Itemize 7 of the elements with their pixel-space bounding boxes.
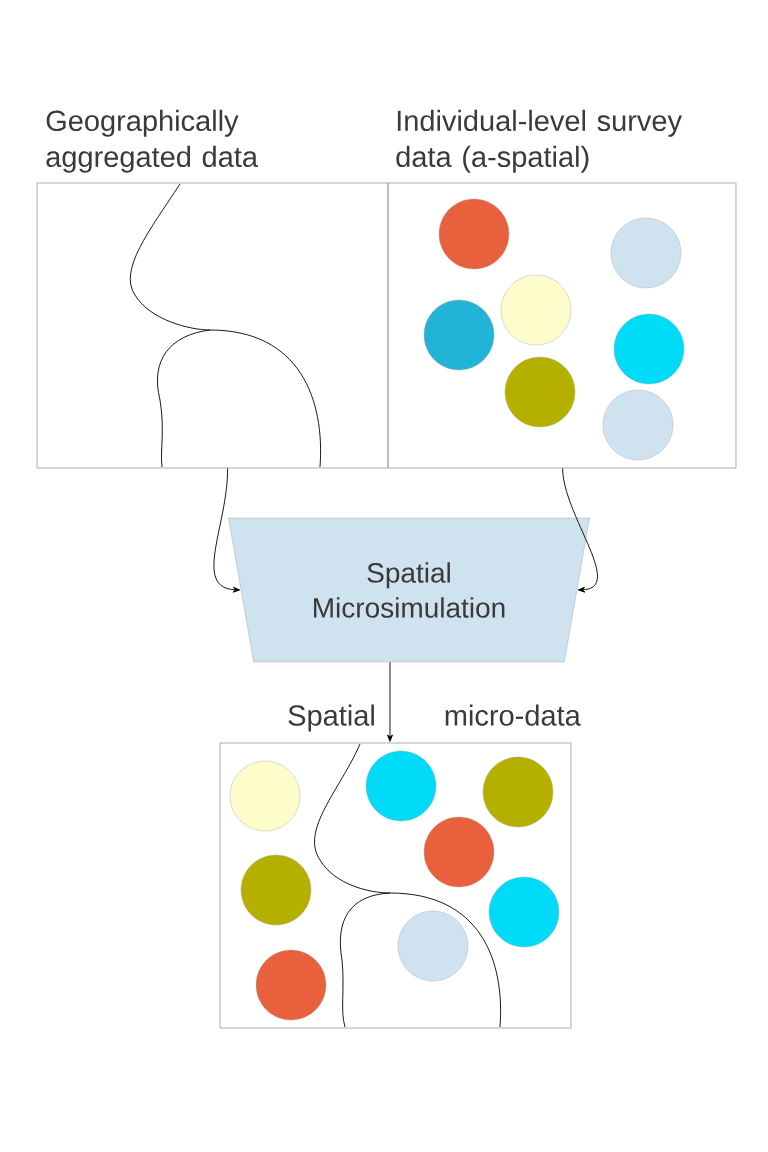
process-trapezoid: Spatial Microsimulation xyxy=(228,517,590,663)
panel-heading: Spatial micro-data xyxy=(288,704,581,732)
panel-heading: Geographically aggregated data xyxy=(46,109,258,173)
arrow xyxy=(562,467,598,593)
arrow xyxy=(387,661,393,742)
panel-heading: Individual-level survey data (a-spatial) xyxy=(396,109,682,173)
arrow xyxy=(213,467,241,593)
